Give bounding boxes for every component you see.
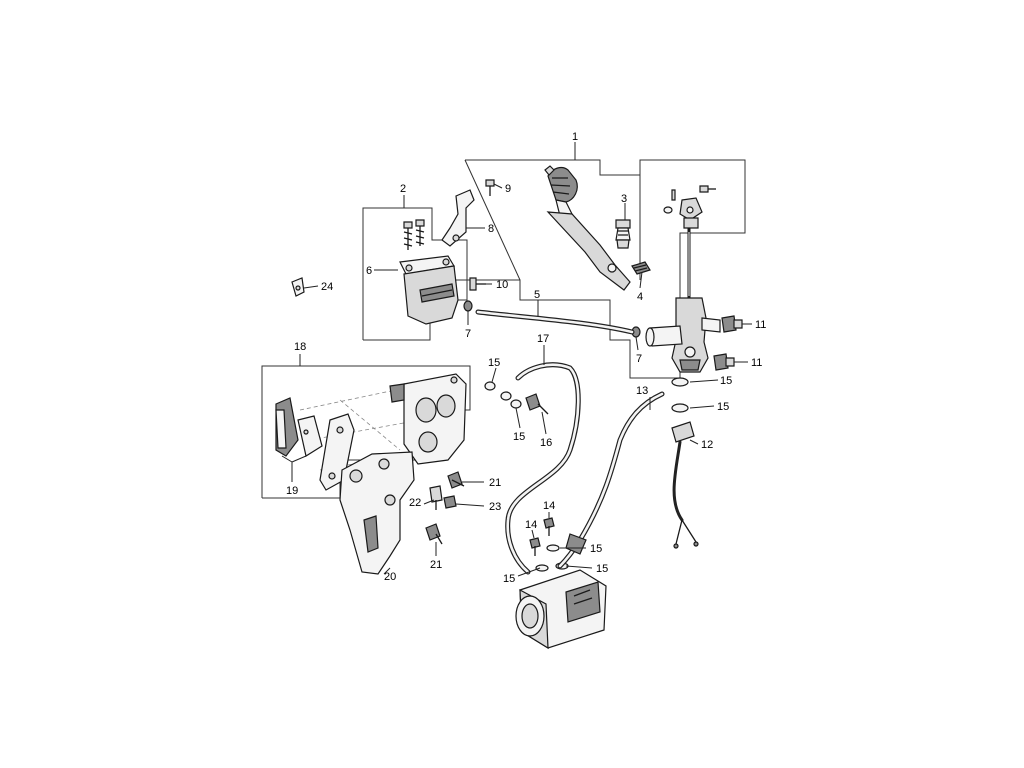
callout-7-right: 7 bbox=[636, 353, 642, 365]
pedal-spring bbox=[631, 261, 651, 275]
caliper-bolt-lower bbox=[425, 523, 443, 545]
caliper-mount-bracket bbox=[339, 451, 415, 575]
brake-pad-right bbox=[297, 415, 323, 457]
callout-22: 22 bbox=[409, 497, 421, 509]
callout-24: 24 bbox=[321, 281, 333, 293]
callout-23: 23 bbox=[489, 501, 501, 513]
reservoir-bolt bbox=[469, 277, 486, 291]
brake-caliper bbox=[389, 373, 467, 465]
callout-15-right-lower: 15 bbox=[717, 401, 729, 413]
abs-mount-screw-right bbox=[543, 517, 555, 536]
callout-20: 20 bbox=[384, 571, 396, 583]
reservoir-bracket bbox=[441, 189, 475, 247]
bleeder-valve bbox=[429, 485, 443, 510]
banjo-bolt-upper bbox=[721, 315, 743, 333]
callout-10: 10 bbox=[496, 279, 508, 291]
callout-14-left: 14 bbox=[525, 519, 537, 531]
group-box-reservoir bbox=[362, 207, 468, 341]
caliper-bolt-upper bbox=[447, 471, 465, 489]
abs-modulator-unit bbox=[515, 569, 607, 650]
brake-fluid-reservoir bbox=[399, 255, 459, 325]
callout-11-lower: 11 bbox=[751, 357, 762, 369]
leader-lines bbox=[281, 142, 752, 577]
callout-19: 19 bbox=[286, 485, 298, 497]
callout-1: 1 bbox=[572, 131, 578, 143]
callout-3: 3 bbox=[621, 193, 627, 205]
reservoir-hose bbox=[475, 309, 635, 335]
callout-21-upper: 21 bbox=[489, 477, 501, 489]
bracket-screw bbox=[485, 179, 495, 196]
hose-clip-left bbox=[463, 300, 473, 312]
banjo-bolt-lower bbox=[713, 353, 735, 371]
callout-21-lower: 21 bbox=[430, 559, 442, 571]
callout-15-abs-left: 15 bbox=[503, 573, 515, 585]
callout-7-left: 7 bbox=[465, 328, 471, 340]
reservoir-screws bbox=[403, 219, 425, 250]
brake-pedal bbox=[544, 165, 631, 291]
callout-5: 5 bbox=[534, 289, 540, 301]
callout-2: 2 bbox=[400, 183, 406, 195]
brake-light-switch bbox=[671, 421, 699, 549]
callout-15-mid-left: 15 bbox=[513, 431, 525, 443]
callout-15-abs-right: 15 bbox=[596, 563, 608, 575]
callout-11-upper: 11 bbox=[755, 319, 766, 331]
sealing-washers bbox=[484, 377, 689, 572]
bleeder-cap bbox=[443, 495, 457, 509]
front-brake-hose bbox=[505, 362, 581, 575]
pedal-pivot-bolt bbox=[615, 219, 631, 249]
callout-17: 17 bbox=[537, 333, 549, 345]
callout-15-right-upper: 15 bbox=[720, 375, 732, 387]
hose-banjo-bolt bbox=[525, 393, 549, 415]
callout-15-abs-upper: 15 bbox=[590, 543, 602, 555]
abs-mount-screw-left bbox=[529, 537, 541, 556]
callout-9: 9 bbox=[505, 183, 511, 195]
callout-18: 18 bbox=[294, 341, 306, 353]
rear-brake-hose bbox=[557, 391, 665, 569]
brake-pad-left bbox=[275, 397, 299, 457]
callout-15-upper-left: 15 bbox=[488, 357, 500, 369]
callout-labels: 1 2 3 4 5 6 7 7 8 9 10 11 11 12 13 14 14… bbox=[286, 131, 766, 585]
rear-master-cylinder bbox=[645, 228, 721, 373]
callout-16: 16 bbox=[540, 437, 552, 449]
callout-8: 8 bbox=[488, 223, 494, 235]
callout-13: 13 bbox=[636, 385, 648, 397]
callout-12: 12 bbox=[701, 439, 713, 451]
clevis-pin-parts bbox=[663, 185, 716, 229]
callout-4: 4 bbox=[637, 291, 643, 303]
group-box-brake-pedal bbox=[429, 159, 746, 379]
cable-clip bbox=[291, 277, 305, 297]
callout-14-right: 14 bbox=[543, 500, 555, 512]
callout-6: 6 bbox=[366, 265, 372, 277]
